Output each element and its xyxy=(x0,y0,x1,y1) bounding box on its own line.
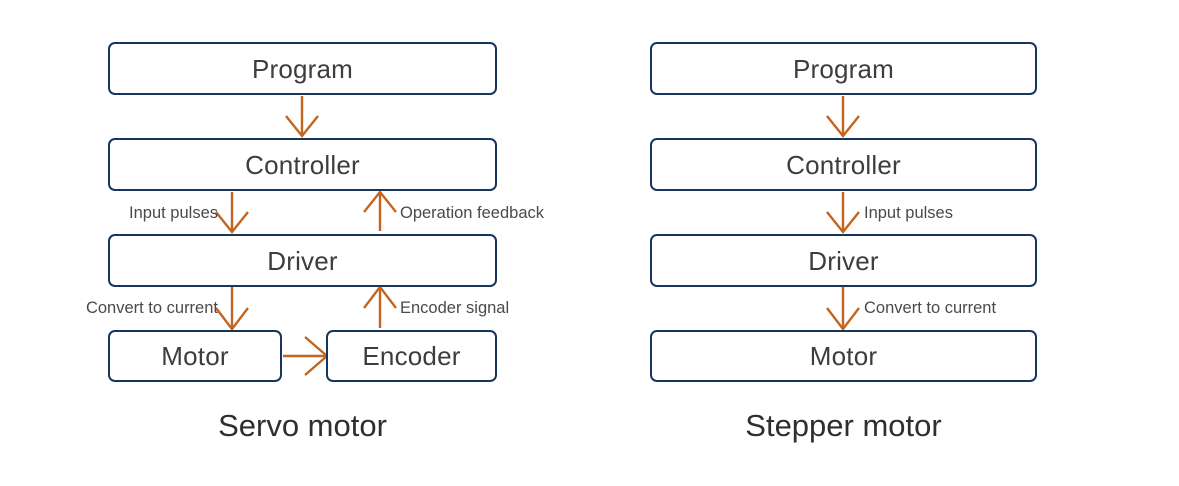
caption-servo-motor: Servo motor xyxy=(218,408,387,443)
node-stepper-driver[interactable]: Driver xyxy=(650,234,1037,287)
node-label: Driver xyxy=(267,245,338,276)
edge-label-servo-input-pulses: Input pulses xyxy=(129,204,218,222)
node-label: Controller xyxy=(245,149,360,180)
node-stepper-program[interactable]: Program xyxy=(650,42,1037,95)
arrow-servo-encoder-to-driver xyxy=(363,285,397,328)
arrow-servo-program-to-controller xyxy=(285,96,319,138)
node-label: Controller xyxy=(786,149,901,180)
node-label: Encoder xyxy=(362,341,461,371)
node-stepper-motor[interactable]: Motor xyxy=(650,330,1037,382)
arrow-servo-motor-to-encoder xyxy=(283,336,329,376)
node-servo-driver[interactable]: Driver xyxy=(108,234,497,287)
node-servo-encoder[interactable]: Encoder xyxy=(326,330,497,382)
edge-label-servo-operation-feedback: Operation feedback xyxy=(400,204,545,222)
node-label: Program xyxy=(792,53,895,84)
node-servo-motor[interactable]: Motor xyxy=(108,330,282,382)
arrow-servo-controller-to-driver xyxy=(215,192,249,234)
arrow-stepper-driver-to-motor xyxy=(826,286,860,331)
arrow-stepper-program-to-controller xyxy=(826,96,860,138)
node-label: Program xyxy=(251,53,354,84)
edge-label-servo-encoder-signal: Encoder signal xyxy=(400,299,510,317)
node-label: Motor xyxy=(161,341,229,371)
node-servo-controller[interactable]: Controller xyxy=(108,138,497,191)
node-stepper-controller[interactable]: Controller xyxy=(650,138,1037,191)
arrow-stepper-controller-to-driver xyxy=(826,192,860,234)
edge-label-stepper-convert-to-current: Convert to current xyxy=(864,299,997,317)
node-label: Motor xyxy=(809,341,878,371)
arrow-servo-driver-to-controller xyxy=(363,190,397,231)
caption-stepper-motor: Stepper motor xyxy=(745,408,942,443)
node-servo-program[interactable]: Program xyxy=(108,42,497,95)
edge-label-servo-convert-to-current: Convert to current xyxy=(85,299,218,317)
node-label: Driver xyxy=(808,245,879,276)
edge-label-stepper-input-pulses: Input pulses xyxy=(864,204,953,222)
arrow-servo-driver-to-motor xyxy=(215,286,249,331)
